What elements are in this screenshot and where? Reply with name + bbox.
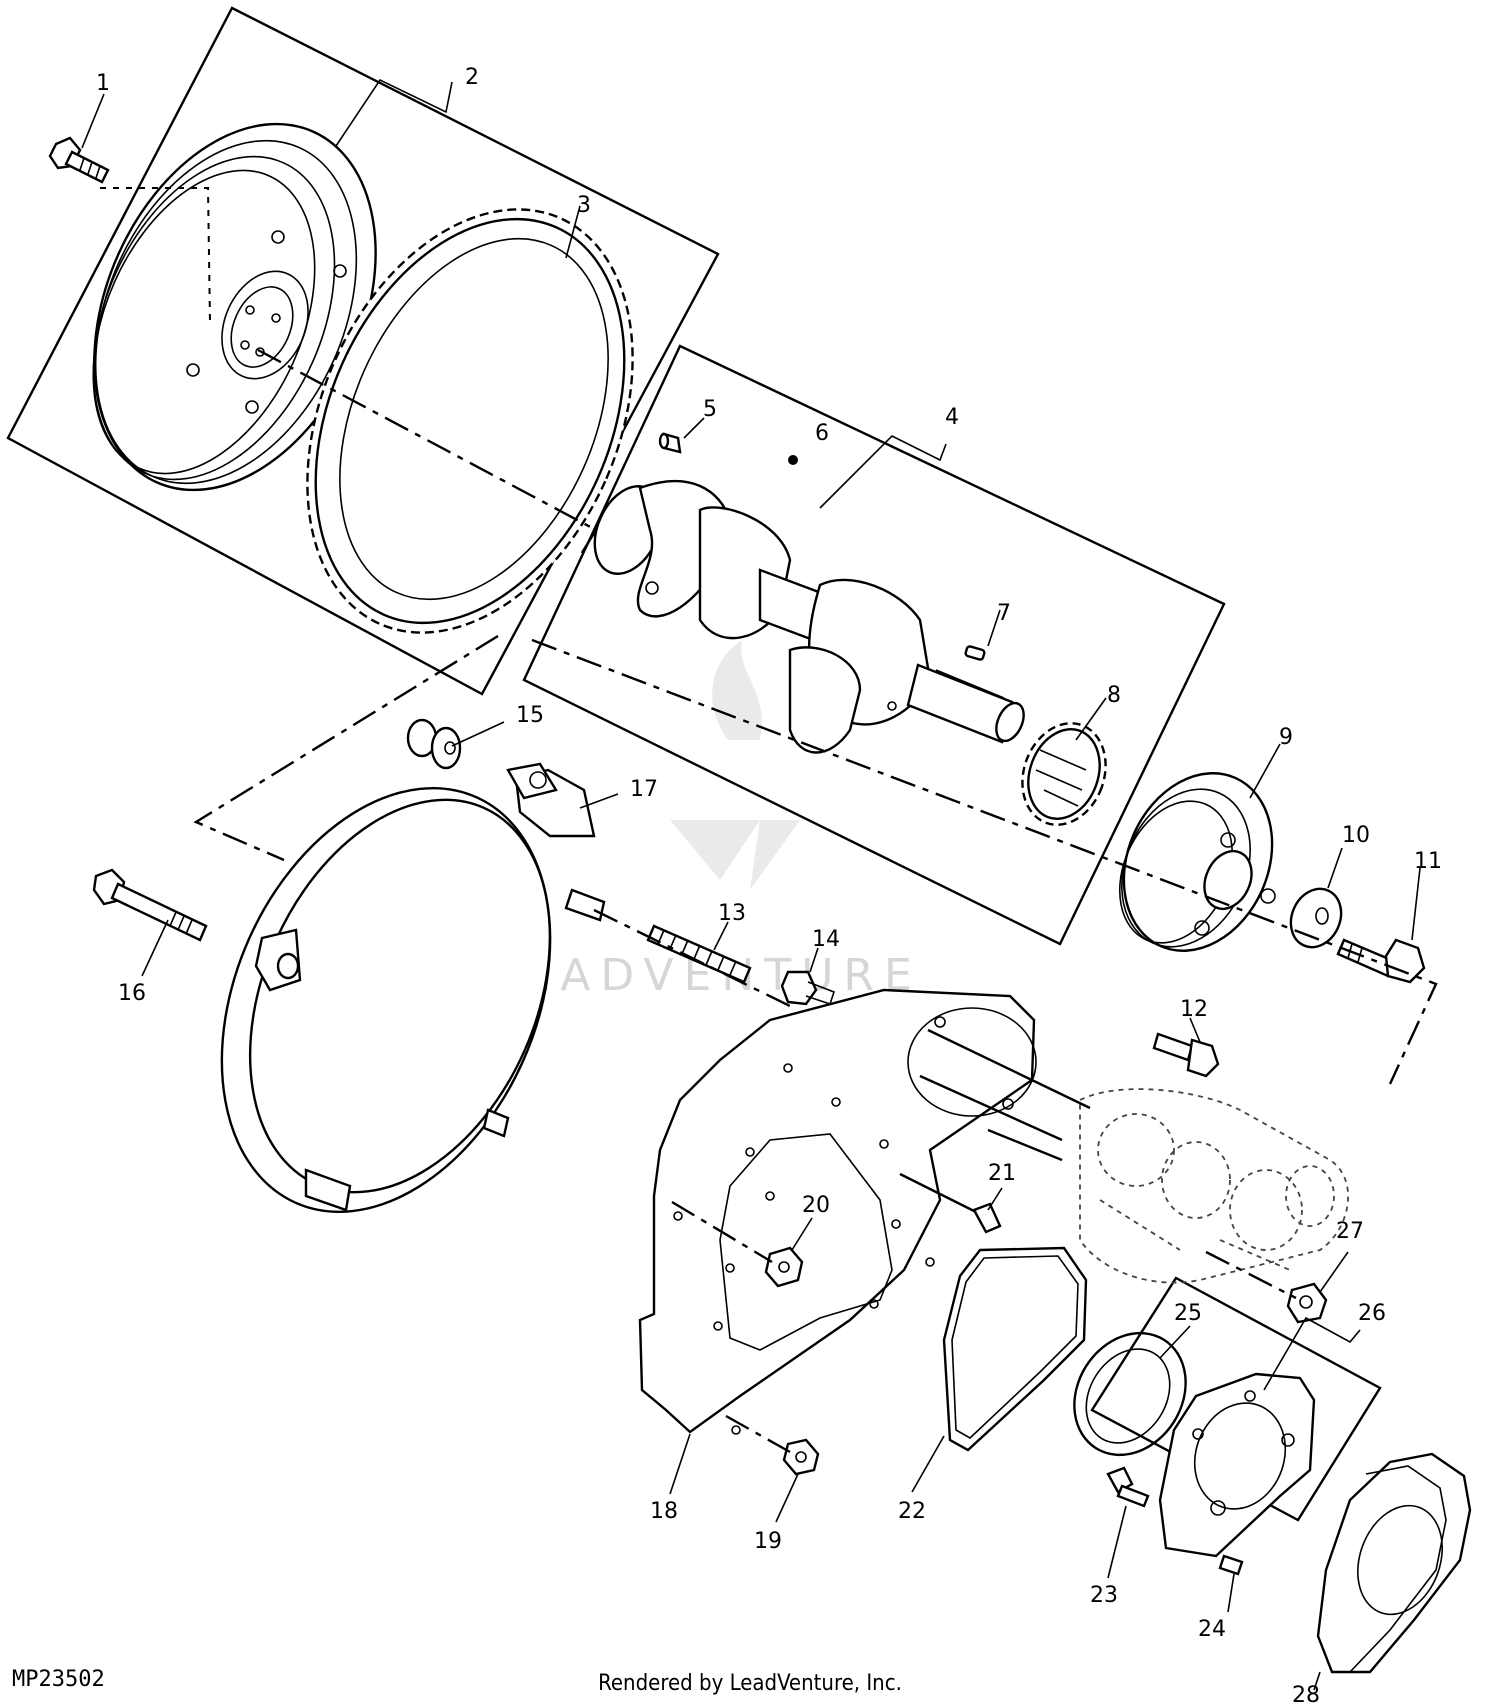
oil-seal: [1073, 1331, 1187, 1457]
stud-line-2: [919, 1074, 1063, 1142]
dotted-line-flywheel: [100, 187, 211, 323]
crankshaft-gear: [1021, 722, 1107, 826]
callout-2: 2: [465, 65, 479, 90]
centerline-seal: [1205, 1250, 1297, 1300]
callout-24: 24: [1198, 1617, 1226, 1642]
callout-10: 10: [1342, 823, 1370, 848]
centerline-flywheel: [257, 348, 598, 557]
seal-housing: [1158, 1372, 1316, 1558]
flywheel-group-box: [6, 6, 720, 696]
callout-5: 5: [703, 397, 717, 422]
gasket: [942, 1246, 1088, 1452]
callout-12: 12: [1180, 997, 1208, 1022]
seal-group-box: [1090, 1276, 1382, 1522]
ring-gear: [306, 208, 634, 634]
centerline-plate: [593, 908, 791, 1008]
watermark-logo: [670, 640, 800, 890]
callout-20: 20: [802, 1193, 830, 1218]
callout-13: 13: [718, 901, 746, 926]
seal-cover: [1316, 1452, 1472, 1674]
callout-26: 26: [1358, 1301, 1386, 1326]
callout-11: 11: [1414, 849, 1442, 874]
flywheel: [92, 122, 377, 492]
crankshaft: [593, 479, 1025, 754]
centerline-pulley: [531, 638, 1438, 1085]
hex-nut-lower: [782, 1438, 820, 1476]
dowel-sleeve: [972, 1202, 1002, 1234]
callout-21: 21: [988, 1161, 1016, 1186]
callout-25: 25: [1174, 1301, 1202, 1326]
callout-18: 18: [650, 1499, 678, 1524]
pulley: [1118, 772, 1276, 952]
woodruff-key: [964, 645, 986, 661]
callout-15: 15: [516, 703, 544, 728]
leader-lines: [81, 78, 1421, 1691]
long-bolt: [92, 868, 208, 942]
callout-9: 9: [1279, 725, 1293, 750]
spring-pin: [646, 924, 752, 984]
stud-line-3: [987, 1128, 1063, 1162]
mounting-screw: [1152, 1032, 1220, 1078]
callout-3: 3: [577, 193, 591, 218]
flange-nut-right: [1286, 1282, 1328, 1324]
dowel-pin: [658, 432, 682, 454]
flange-nut: [780, 970, 836, 1006]
render-credit: Rendered by LeadVenture, Inc.: [598, 1671, 902, 1696]
callout-8: 8: [1107, 683, 1121, 708]
cap-screw: [48, 136, 110, 184]
centerline-nut-upper: [671, 1200, 773, 1264]
callout-22: 22: [898, 1499, 926, 1524]
marker-dot: [788, 455, 798, 465]
centerline-nut-lower: [725, 1414, 791, 1454]
hex-nut-upper: [764, 1246, 804, 1288]
figure-code: MP23502: [12, 1667, 105, 1692]
spacer: [406, 718, 462, 770]
callout-17: 17: [630, 777, 658, 802]
dowel-line: [899, 1172, 977, 1214]
flywheel-housing-band: [220, 762, 606, 1213]
callout-6: 6: [815, 421, 829, 446]
callout-7: 7: [997, 601, 1011, 626]
callout-16: 16: [118, 981, 146, 1006]
crankshaft-group-box: [522, 344, 1226, 946]
callout-19: 19: [754, 1529, 782, 1554]
seal-screw: [1106, 1466, 1150, 1508]
callout-23: 23: [1090, 1583, 1118, 1608]
callout-14: 14: [812, 927, 840, 952]
stud-line-1: [927, 1028, 1091, 1110]
callout-1: 1: [96, 71, 110, 96]
engine-block-outline: [1079, 1088, 1350, 1284]
washer: [1289, 887, 1343, 949]
callout-4: 4: [945, 405, 959, 430]
pulley-bolt: [1336, 938, 1426, 984]
callout-27: 27: [1336, 1219, 1364, 1244]
centerline-housing: [193, 634, 499, 862]
locator-pin: [1218, 1554, 1244, 1576]
callout-28: 28: [1292, 1683, 1320, 1706]
adapter-plate: [638, 988, 1037, 1435]
gasket-inner: [951, 1255, 1079, 1439]
